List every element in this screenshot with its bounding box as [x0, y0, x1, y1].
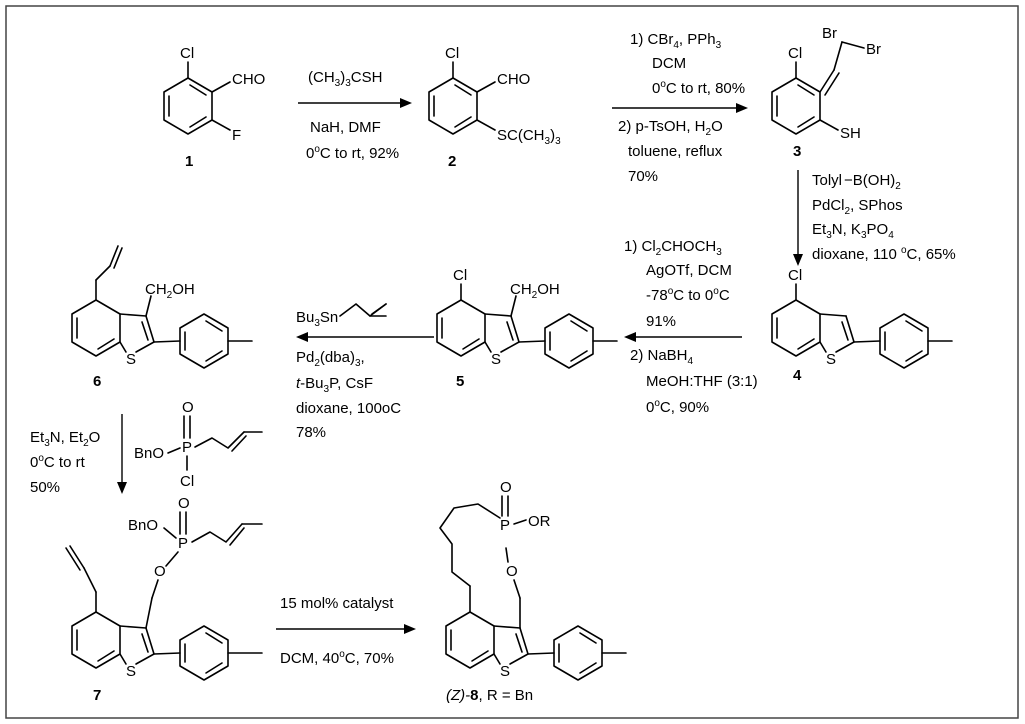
oxygen-atom: O [500, 479, 512, 496]
phosphorus-atom: P [182, 439, 192, 456]
svg-text:0oC to rt, 80%: 0oC to rt, 80% [652, 79, 745, 97]
compound-2-label: 2 [448, 153, 456, 170]
chloro-atom: Cl [445, 45, 459, 62]
step-4-yield-1: 91% [646, 313, 676, 330]
oxygen-atom: O [182, 399, 194, 416]
conditions-step-6: Et3N, Et2O 0oC to rt 50% BnO P O Cl [30, 399, 263, 496]
svg-text:CH2OH: CH2OH [145, 281, 195, 301]
compound-1-label: 1 [185, 153, 193, 170]
svg-text:Bu3Sn: Bu3Sn [296, 309, 338, 329]
svg-text:PdCl2, SPhos: PdCl2, SPhos [812, 197, 903, 217]
sulfur-atom: S [500, 663, 510, 680]
step-1-reagent: NaH, DMF [310, 119, 381, 136]
benzyloxy-group: BnO [134, 445, 164, 462]
svg-text:Pd2(dba)3,: Pd2(dba)3, [296, 349, 365, 369]
step-2-yield: 70% [628, 168, 658, 185]
reaction-arrow-1 [298, 98, 412, 108]
svg-text:CH2OH: CH2OH [510, 281, 560, 301]
aldehyde-group: CHO [497, 71, 530, 88]
step-2-conditions: toluene, reflux [628, 143, 723, 160]
chloro-atom: Cl [180, 45, 194, 62]
oxygen-atom: O [154, 563, 166, 580]
reaction-arrow-7 [276, 624, 416, 634]
svg-text:Et3N, K3PO4: Et3N, K3PO4 [812, 221, 894, 241]
alkoxy-group: OR [528, 513, 551, 530]
svg-text:DCM, 40oC, 70%: DCM, 40oC, 70% [280, 649, 394, 667]
svg-text:1) CBr4, PPh3: 1) CBr4, PPh3 [630, 31, 722, 51]
compound-2: Cl CHO SC(CH3)3 2 [428, 45, 561, 170]
chloro-atom: Cl [788, 45, 802, 62]
chloro-atom: Cl [180, 473, 194, 490]
conditions-step-7: 15 mol% catalyst DCM, 40oC, 70% [280, 595, 394, 667]
compound-1: Cl CHO F 1 [163, 45, 265, 170]
conditions-step-3: Tolyl−B(OH)2 PdCl2, SPhos Et3N, K3PO4 di… [812, 172, 956, 263]
step-4-reagent: AgOTf, DCM [646, 262, 732, 279]
conditions-step-4: 1) Cl2CHOCH3 AgOTf, DCM -78oC to 0oC 91%… [624, 238, 758, 416]
compound-8: O P O OR S (Z)-8, R = Bn [439, 479, 627, 704]
sulfur-atom: S [826, 351, 836, 368]
svg-text:Et3N, Et2O: Et3N, Et2O [30, 429, 100, 449]
step-6-yield: 50% [30, 479, 60, 496]
thiol-group: SH [840, 125, 861, 142]
compound-4: Cl S 4 [771, 267, 953, 384]
compound-4-label: 4 [793, 367, 802, 384]
svg-text:t-Bu3P, CsF: t-Bu3P, CsF [296, 375, 373, 395]
sulfur-atom: S [491, 351, 501, 368]
svg-text:2) NaBH4: 2) NaBH4 [630, 347, 694, 367]
sulfur-atom: S [126, 663, 136, 680]
sulfur-atom: S [126, 351, 136, 368]
compound-3: Cl Br Br SH 3 [771, 25, 881, 160]
step-5-conditions: dioxane, 100oC [296, 400, 401, 417]
conditions-step-1: (CH3)3CSH NaH, DMF 0oC to rt, 92% [306, 69, 399, 162]
oxygen-atom: O [178, 495, 190, 512]
fluoro-atom: F [232, 127, 241, 144]
compound-7-label: 7 [93, 687, 101, 704]
phosphorus-atom: P [178, 535, 188, 552]
chloro-atom: Cl [453, 267, 467, 284]
svg-text:-78oC to 0oC: -78oC to 0oC [646, 286, 730, 304]
compound-3-label: 3 [793, 143, 801, 160]
phosphorus-atom: P [500, 517, 510, 534]
conditions-step-2: 1) CBr4, PPh3 DCM 0oC to rt, 80% 2) p-Ts… [618, 31, 745, 185]
svg-text:dioxane, 110 oC, 65%: dioxane, 110 oC, 65% [812, 245, 956, 263]
svg-text:Tolyl−B(OH)2: Tolyl−B(OH)2 [812, 172, 901, 192]
compound-5: Cl CH2OH S 5 [436, 267, 618, 390]
bromo-atom: Br [822, 25, 837, 42]
reaction-arrow-3 [793, 170, 803, 266]
svg-text:(CH3)3CSH: (CH3)3CSH [308, 69, 382, 89]
svg-text:1) Cl2CHOCH3: 1) Cl2CHOCH3 [624, 238, 722, 258]
compound-5-label: 5 [456, 373, 464, 390]
reaction-arrow-4 [624, 332, 742, 342]
oxygen-atom: O [506, 563, 518, 580]
reaction-arrow-6 [117, 414, 127, 494]
chloro-atom: Cl [788, 267, 802, 284]
svg-text:2) p-TsOH, H2O: 2) p-TsOH, H2O [618, 118, 723, 138]
conditions-step-5: Bu3Sn Pd2(dba)3, t-Bu3P, CsF dioxane, 10… [296, 303, 401, 441]
reaction-arrow-2 [612, 103, 748, 113]
step-5-yield: 78% [296, 424, 326, 441]
step-4-solvent: MeOH:THF (3:1) [646, 373, 758, 390]
bromo-atom: Br [866, 41, 881, 58]
compound-6-label: 6 [93, 373, 101, 390]
scheme-frame [5, 5, 1019, 719]
svg-text:0oC to rt: 0oC to rt [30, 453, 86, 471]
step-2-solvent: DCM [652, 55, 686, 72]
step-7-catalyst: 15 mol% catalyst [280, 595, 394, 612]
compound-6: CH2OH S 6 [71, 245, 253, 390]
svg-text:0oC to rt, 92%: 0oC to rt, 92% [306, 144, 399, 162]
reaction-arrow-5 [296, 332, 434, 342]
svg-text:0oC, 90%: 0oC, 90% [646, 398, 709, 416]
compound-8-label: (Z)-8, R = Bn [446, 687, 533, 704]
benzyloxy-group: BnO [128, 517, 158, 534]
compound-7: O P O BnO S 7 [65, 495, 263, 704]
aldehyde-group: CHO [232, 71, 265, 88]
svg-text:SC(CH3)3: SC(CH3)3 [497, 127, 561, 147]
